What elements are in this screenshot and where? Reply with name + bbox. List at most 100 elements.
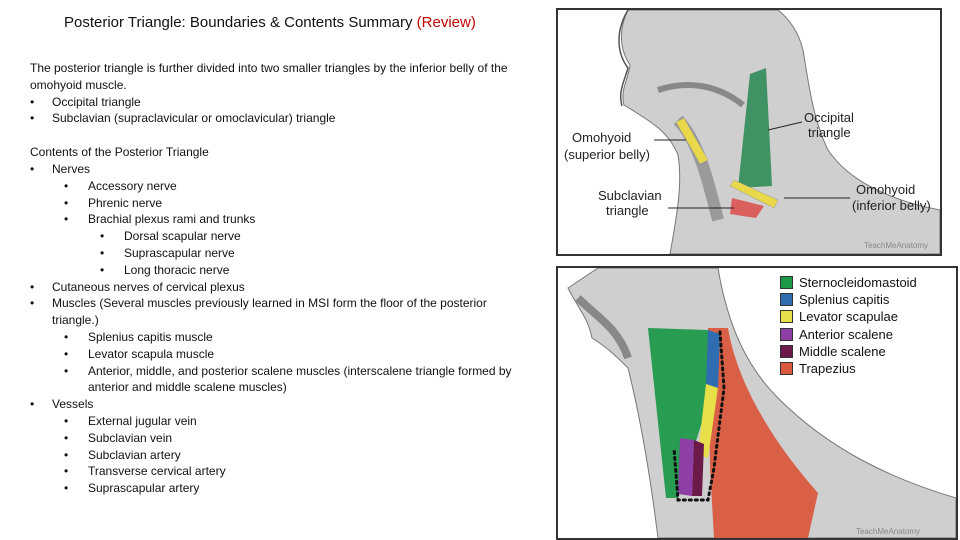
list-item-text: Subclavian artery	[88, 447, 181, 462]
legend-swatch	[780, 276, 793, 290]
list-item: • Accessory nerve	[30, 178, 530, 195]
list-item: •Nerves	[30, 161, 530, 178]
legend-label: Splenius capitis	[799, 292, 890, 308]
figure2-credit: TeachMeAnatomy	[856, 527, 920, 536]
legend-item: Middle scalene	[780, 343, 950, 360]
list-item: • Cutaneous nerves of cervical plexus	[30, 279, 530, 296]
neck-silhouette	[621, 10, 940, 254]
bullet: •	[100, 245, 105, 260]
trapezius-shape	[708, 328, 818, 538]
list-item: •Levator scapula muscle	[30, 346, 530, 363]
occipital-leader-line	[767, 121, 803, 131]
list-item-text: Occipital triangle	[52, 94, 141, 109]
omohyoid-inferior-label-2: (inferior belly)	[852, 198, 931, 213]
legend-item: Trapezius	[780, 360, 950, 377]
legend-label: Levator scapulae	[799, 309, 899, 325]
list-item-text: Phrenic nerve	[88, 195, 163, 210]
legend-label: Trapezius	[799, 361, 856, 377]
muscles-figure: TeachMeAnatomy Sternocleidomastoid Splen…	[556, 266, 958, 540]
jaw-shading	[657, 82, 745, 108]
bullet: •	[64, 464, 69, 479]
neck-illustration: Occipital triangle Omohyoid (superior be…	[564, 10, 940, 254]
bullet: •	[64, 481, 69, 496]
list-item: • Splenius capitis muscle	[30, 329, 530, 346]
list-item: •Suprascapular artery	[30, 480, 530, 497]
bullet: •	[64, 430, 69, 445]
bullet: •	[30, 296, 35, 311]
omohyoid-inferior-label-1: Omohyoid	[856, 182, 915, 197]
legend-label: Middle scalene	[799, 343, 886, 359]
list-item: • Phrenic nerve	[30, 195, 530, 212]
list-item: •Occipital triangle	[30, 94, 530, 111]
omohyoid-superior-shape	[675, 117, 709, 165]
bullet: •	[64, 447, 69, 462]
sternocleidomastoid-shape	[648, 328, 716, 498]
list-item-text: External jugular vein	[88, 413, 197, 428]
neck-muscles-illustration: TeachMeAnatomy	[567, 268, 956, 538]
list-item: • Subclavian vein	[30, 430, 530, 447]
bullet: •	[64, 363, 69, 378]
anterior-scalene-shape	[678, 438, 694, 496]
contents-heading: Contents of the Posterior Triangle	[30, 145, 209, 160]
legend-swatch	[780, 310, 793, 324]
list-item-text: Nerves	[52, 161, 91, 176]
bullet: •	[30, 111, 35, 126]
list-item: • Brachial plexus rami and trunks	[30, 211, 530, 228]
legend-swatch	[780, 362, 793, 376]
legend-item: Splenius capitis	[780, 291, 950, 308]
text-content: The posterior triangle is further divide…	[30, 60, 530, 497]
list-item-text: Cutaneous nerves of cervical plexus	[52, 279, 245, 294]
title-review: (Review)	[416, 14, 476, 31]
bullet: •	[64, 195, 69, 210]
legend-item: Levator scapulae	[780, 308, 950, 325]
list-item-text: Transverse cervical artery	[88, 464, 226, 479]
list-item-text: Brachial plexus rami and trunks	[88, 212, 256, 227]
middle-scalene-shape	[692, 440, 704, 496]
list-item-text: Splenius capitis muscle	[88, 329, 213, 344]
list-item: •Long thoracic nerve	[30, 262, 530, 279]
list-item-text: Anterior, middle, and posterior scalene …	[88, 363, 512, 395]
legend-item: Anterior scalene	[780, 326, 950, 343]
legend-swatch	[780, 344, 793, 358]
occipital-label-1: Occipital	[804, 110, 854, 125]
bullet: •	[64, 329, 69, 344]
omohyoid-superior-label-2: (superior belly)	[564, 147, 650, 162]
bullet: •	[30, 397, 35, 412]
list-item-text: Vessels	[52, 397, 94, 412]
posterior-triangle-boundary	[672, 330, 726, 502]
list-item: • Vessels	[30, 396, 530, 413]
jaw-shading-2	[575, 295, 632, 360]
bullet: •	[64, 212, 69, 227]
muscle-legend: Sternocleidomastoid Splenius capitis Lev…	[780, 274, 950, 377]
list-item: • External jugular vein	[30, 413, 530, 430]
list-item-text: Subclavian (supraclavicular or omoclavic…	[52, 111, 336, 126]
legend-swatch	[780, 293, 793, 307]
legend-label: Anterior scalene	[799, 326, 893, 342]
legend-item: Sternocleidomastoid	[780, 274, 950, 291]
posterior-triangle-figure: Occipital triangle Omohyoid (superior be…	[556, 8, 942, 256]
list-item-text: Muscles (Several muscles previously lear…	[52, 296, 487, 328]
list-item-text: Suprascapular nerve	[124, 245, 235, 260]
list-item-text: Subclavian vein	[88, 430, 173, 445]
subclavian-label-1: Subclavian	[598, 188, 662, 203]
omohyoid-inferior-shape	[729, 179, 779, 209]
bullet: •	[30, 279, 35, 294]
list-item: • Subclavian (supraclavicular or omoclavi…	[30, 110, 530, 127]
splenius-capitis-shape	[706, 330, 720, 388]
bullet: •	[64, 413, 69, 428]
list-item-text: Accessory nerve	[88, 178, 177, 193]
face-outline	[618, 10, 629, 107]
occipital-label-2: triangle	[808, 125, 851, 140]
legend-label: Sternocleidomastoid	[799, 275, 917, 291]
bullet: •	[100, 262, 105, 277]
list-item-text: Dorsal scapular nerve	[124, 229, 241, 244]
list-item: • Subclavian artery	[30, 447, 530, 464]
bullet: •	[64, 178, 69, 193]
list-item: • Transverse cervical artery	[30, 463, 530, 480]
list-item: • Muscles (Several muscles previously lea…	[30, 295, 530, 329]
list-item: •Dorsal scapular nerve	[30, 228, 530, 245]
omohyoid-superior-label-1: Omohyoid	[572, 130, 631, 145]
levator-scapulae-shape	[698, 384, 718, 458]
title-main: Posterior Triangle: Boundaries & Content…	[64, 14, 417, 31]
subclavian-label-2: triangle	[606, 203, 649, 218]
